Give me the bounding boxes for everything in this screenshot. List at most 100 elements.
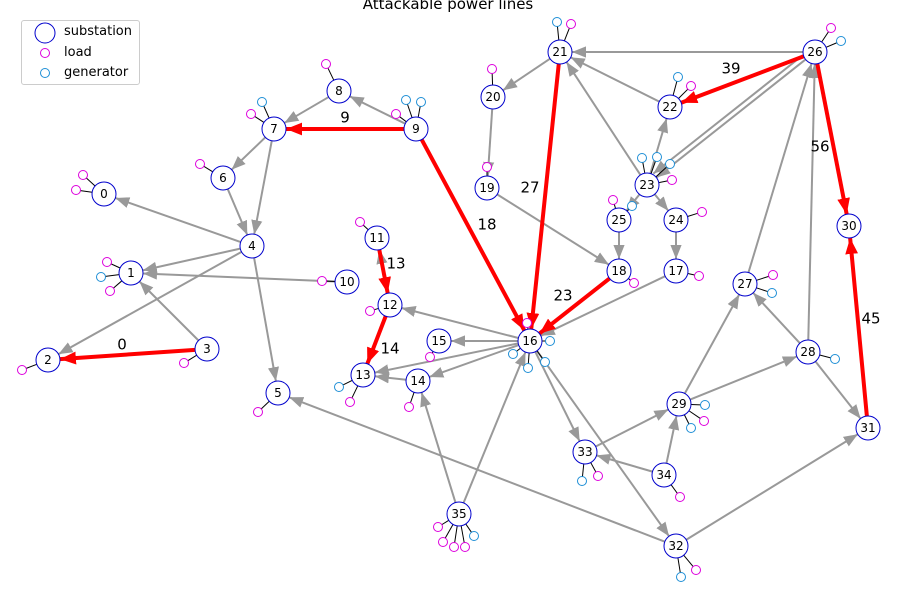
substation-node-2: 2 bbox=[35, 347, 61, 373]
load-connector bbox=[688, 410, 701, 419]
generator-marker bbox=[401, 95, 411, 105]
substation-label: 1 bbox=[127, 266, 135, 280]
load-connector bbox=[187, 354, 198, 362]
substation-label: 26 bbox=[807, 45, 822, 59]
load-connector bbox=[26, 363, 37, 369]
substation-circle bbox=[194, 336, 220, 362]
substation-legend-icon bbox=[34, 22, 56, 44]
edge-32-31 bbox=[685, 433, 859, 541]
attack-edge-26-30 bbox=[815, 63, 850, 215]
substation-node-21: 21 bbox=[547, 39, 573, 65]
load-connector bbox=[362, 224, 369, 231]
substation-node-16: 16 bbox=[517, 328, 543, 354]
substation-circle bbox=[663, 258, 689, 284]
generator-marker bbox=[627, 201, 637, 211]
generator-connector bbox=[677, 557, 681, 573]
substation-circle bbox=[426, 328, 452, 354]
generator-marker bbox=[469, 531, 479, 541]
substation-circle bbox=[547, 39, 573, 65]
substation-node-8: 8 bbox=[326, 78, 352, 104]
edge-layer bbox=[57, 46, 862, 543]
substation-circle bbox=[480, 84, 506, 110]
edge-16-33 bbox=[534, 351, 581, 442]
substation-circle bbox=[855, 415, 881, 441]
attack-edge-label: 13 bbox=[386, 255, 405, 273]
substation-label: 20 bbox=[485, 90, 500, 104]
load-marker bbox=[438, 537, 448, 547]
legend: substation load generator bbox=[21, 20, 140, 85]
attack-edge-18-16 bbox=[538, 276, 611, 336]
substation-circle bbox=[795, 339, 821, 365]
substation-circle bbox=[657, 94, 683, 120]
generator-connector bbox=[650, 161, 656, 174]
load-marker bbox=[321, 59, 331, 69]
substation-node-31: 31 bbox=[855, 415, 881, 441]
load-connector bbox=[756, 275, 769, 281]
load-connector bbox=[678, 88, 689, 99]
substation-circle bbox=[326, 78, 352, 104]
generator-legend-icon bbox=[40, 68, 50, 78]
generator-marker bbox=[700, 400, 710, 410]
substation-label: 4 bbox=[248, 239, 256, 253]
attack-edge-3-2 bbox=[59, 347, 196, 365]
substation-label: 31 bbox=[860, 421, 875, 435]
load-connector bbox=[399, 116, 407, 123]
substation-label: 29 bbox=[671, 397, 686, 411]
generator-marker bbox=[552, 17, 562, 27]
edge-7-6 bbox=[230, 136, 267, 171]
substation-label: 15 bbox=[431, 334, 446, 348]
attack-edge-label: 27 bbox=[520, 179, 539, 197]
load-connector bbox=[409, 392, 415, 403]
substation-node-17: 17 bbox=[663, 258, 689, 284]
edge-27-26 bbox=[747, 63, 813, 273]
attack-edge-label: 0 bbox=[117, 336, 127, 354]
substation-circle bbox=[334, 269, 360, 295]
substation-node-14: 14 bbox=[405, 368, 431, 394]
edge-10-1 bbox=[142, 268, 336, 283]
substation-label: 32 bbox=[668, 539, 683, 553]
substation-label: 2 bbox=[44, 353, 52, 367]
generator-connector bbox=[263, 105, 270, 119]
attack-edge-31-30 bbox=[845, 237, 869, 417]
edge-35-14 bbox=[420, 392, 457, 503]
substation-label: 9 bbox=[412, 122, 420, 136]
substation-circle bbox=[403, 116, 429, 142]
substation-node-7: 7 bbox=[261, 116, 287, 142]
substation-label: 19 bbox=[479, 181, 494, 195]
load-connector bbox=[613, 204, 617, 209]
load-marker bbox=[699, 416, 709, 426]
substation-node-13: 13 bbox=[350, 362, 376, 388]
edge-33-29 bbox=[595, 408, 669, 448]
substation-circle bbox=[239, 233, 265, 259]
substation-circle bbox=[836, 213, 862, 239]
load-marker bbox=[317, 276, 327, 286]
edge-35-16 bbox=[462, 351, 527, 504]
substation-node-26: 26 bbox=[802, 39, 828, 65]
edge-4-0 bbox=[114, 197, 242, 243]
load-marker bbox=[482, 162, 492, 172]
substation-node-22: 22 bbox=[657, 94, 683, 120]
attack-edge-label: 9 bbox=[340, 109, 350, 127]
load-connector bbox=[687, 273, 695, 276]
substation-node-4: 4 bbox=[239, 233, 265, 259]
attack-edge-label: 45 bbox=[861, 310, 880, 328]
attack-edge-21-16 bbox=[526, 63, 561, 330]
generator-connector bbox=[105, 274, 120, 277]
edge-3-1 bbox=[138, 280, 200, 342]
substation-node-33: 33 bbox=[572, 439, 598, 465]
substation-label: 7 bbox=[270, 122, 278, 136]
load-connector bbox=[658, 180, 668, 184]
attack-edge-label: 18 bbox=[477, 216, 496, 234]
substation-circle bbox=[663, 533, 689, 559]
load-marker bbox=[17, 365, 27, 375]
substation-circle bbox=[364, 225, 390, 251]
edge-14-13 bbox=[374, 372, 407, 384]
generator-marker bbox=[673, 72, 683, 82]
load-marker bbox=[694, 271, 704, 281]
generator-connector bbox=[516, 347, 521, 352]
load-connector bbox=[590, 462, 597, 473]
load-marker bbox=[608, 195, 618, 205]
substation-circle bbox=[634, 172, 660, 198]
load-connector bbox=[80, 190, 93, 193]
